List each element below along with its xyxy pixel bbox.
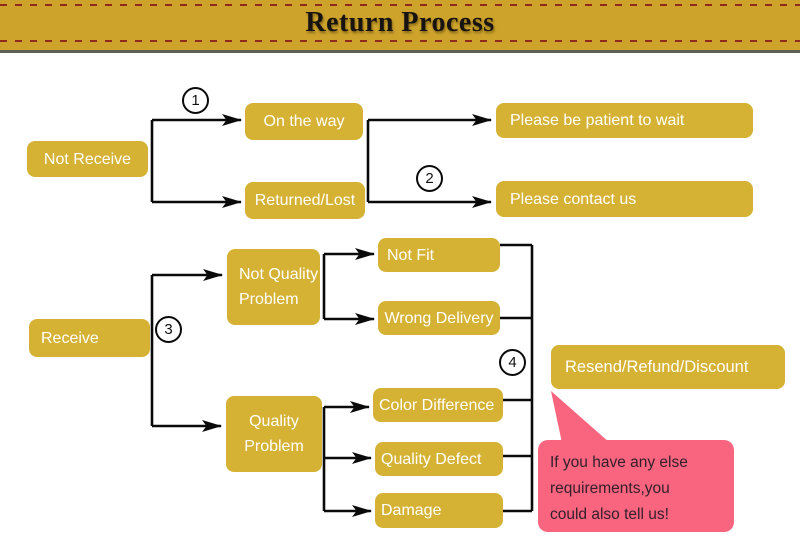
banner-divider <box>0 50 800 53</box>
flow-box-not-fit: Not Fit <box>378 238 500 272</box>
header-banner: Return Process <box>0 0 800 50</box>
flow-box-contact-us: Please contact us <box>496 181 753 217</box>
flow-box-resolution: Resend/Refund/Discount <box>551 345 785 389</box>
flow-box-receive: Receive <box>29 319 150 357</box>
page-title: Return Process <box>305 7 495 38</box>
flow-box-quality-defect: Quality Defect <box>375 442 503 476</box>
flow-box-quality-problem: Quality Problem <box>226 396 322 472</box>
flow-box-not-quality-problem: Not Quality Problem <box>227 249 320 325</box>
flow-box-not-receive: Not Receive <box>27 141 148 177</box>
flow-box-on-the-way: On the way <box>245 103 363 140</box>
flow-box-damage: Damage <box>375 493 503 528</box>
step-badge-2: 2 <box>416 165 443 192</box>
banner-dashed-line-top <box>0 4 800 6</box>
flow-box-wrong-delivery: Wrong Delivery <box>378 301 500 335</box>
step-badge-3: 3 <box>155 316 182 343</box>
note-bubble: If you have any else requirements,you co… <box>538 440 734 532</box>
note-bubble-tail <box>551 391 610 443</box>
step-badge-4: 4 <box>499 349 526 376</box>
flow-box-color-difference: Color Difference <box>373 388 503 422</box>
flow-box-returned-lost: Returned/Lost <box>245 182 365 219</box>
connector-group <box>150 114 534 517</box>
banner-dashed-line-bottom <box>0 40 800 42</box>
step-badge-1: 1 <box>182 87 209 114</box>
flow-box-please-wait: Please be patient to wait <box>496 103 753 138</box>
